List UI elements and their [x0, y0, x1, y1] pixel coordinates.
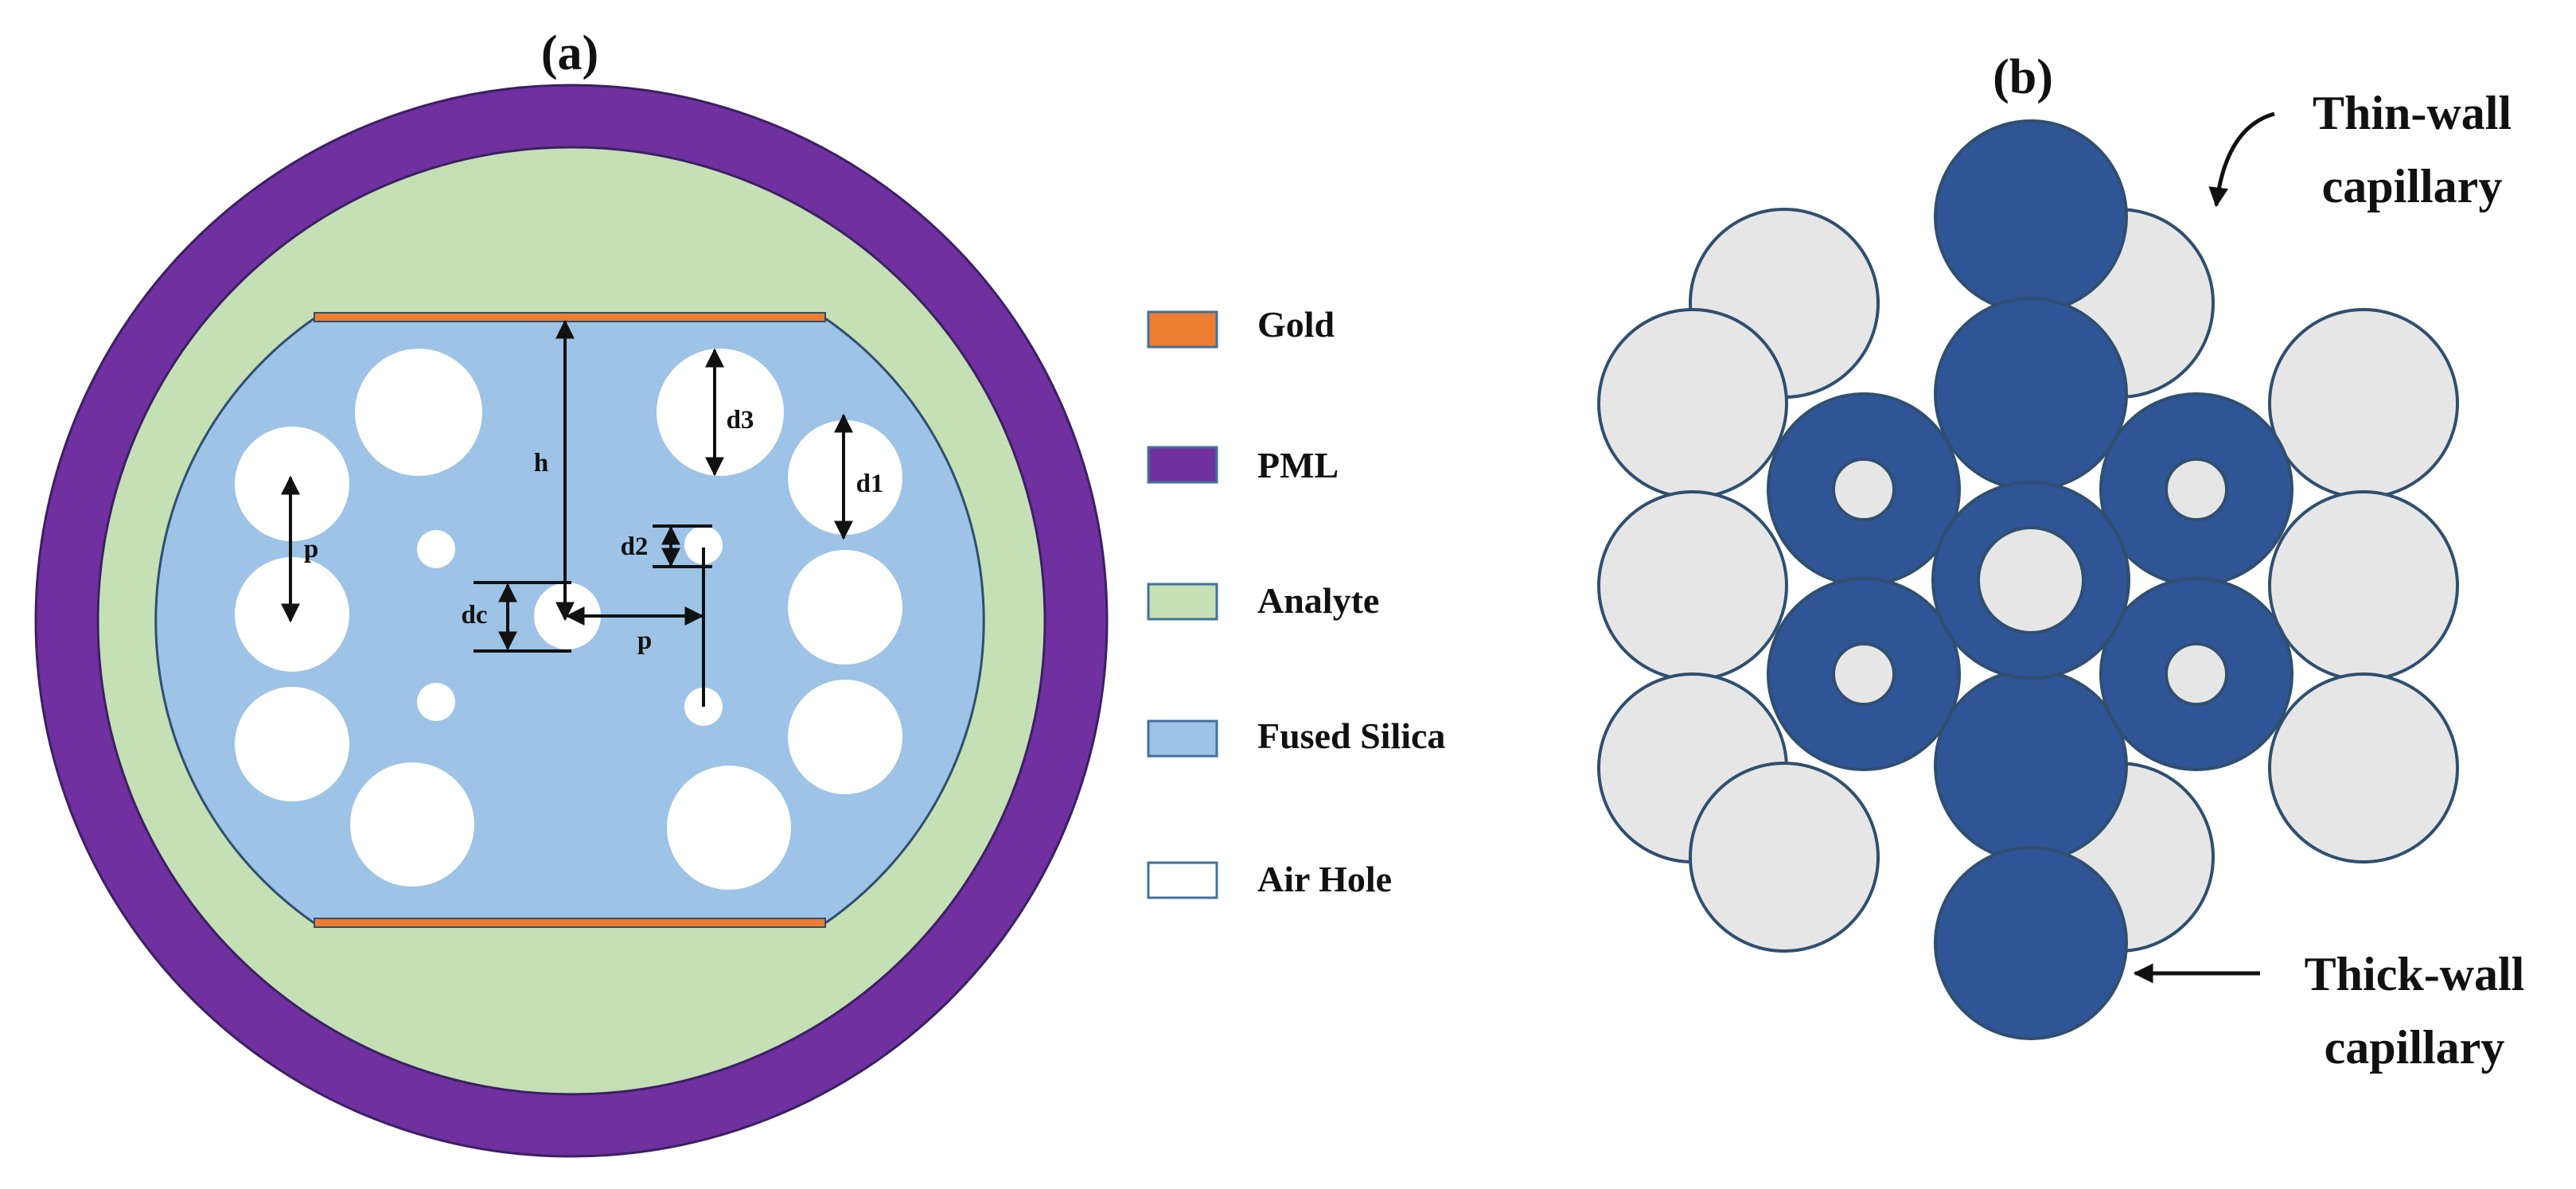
air-hole-small	[684, 526, 723, 564]
thin-wall-label-line2: capillary	[2322, 160, 2503, 212]
legend-label-fused-silica: Fused Silica	[1257, 715, 1445, 756]
legend-label-gold: Gold	[1257, 304, 1335, 345]
air-hole-small	[417, 530, 455, 568]
air-hole	[667, 766, 791, 890]
thick-wall-label-line1: Thick-wall	[2305, 948, 2525, 1000]
thin-wall-arrow	[2208, 111, 2275, 208]
air-hole	[788, 680, 902, 794]
dimension-lines	[281, 319, 853, 707]
capillary-bore	[1832, 458, 1896, 521]
air-hole	[355, 349, 482, 476]
capillary-bore	[2165, 642, 2228, 706]
thick-wall-capillary	[1934, 119, 2128, 314]
thick-wall-capillary	[1934, 846, 2128, 1040]
dc-label: dc	[462, 601, 488, 630]
thin-wall-capillary	[2268, 308, 2459, 499]
thin-wall-capillary	[2268, 490, 2459, 681]
legend-label-air-hole: Air Hole	[1257, 859, 1392, 899]
d2-label: d2	[621, 532, 649, 561]
legend-swatch-gold	[1147, 310, 1218, 349]
p-left-label: p	[304, 535, 318, 563]
gold-layer-bottom	[314, 918, 826, 928]
legend-label-pml: PML	[1257, 445, 1339, 485]
legend-swatch-fused-silica	[1147, 719, 1218, 758]
d1-label: d1	[856, 470, 884, 498]
thin-wall-label-line1: Thin-wall	[2313, 87, 2512, 139]
legend: Gold PML Analyte Fused Silica Air Hole	[1147, 304, 1445, 899]
legend-swatch-analyte	[1147, 583, 1218, 621]
panel-a: (a)	[34, 26, 1445, 1158]
panel-b: (b)	[1597, 50, 2525, 1074]
capillary-bore	[1832, 642, 1896, 706]
legend-label-analyte: Analyte	[1257, 580, 1379, 621]
air-hole	[788, 550, 902, 665]
thick-wall-capillary	[1934, 669, 2128, 863]
air-hole	[235, 687, 349, 801]
legend-swatch-pml	[1147, 446, 1218, 484]
central-capillary-bore	[1977, 526, 2085, 634]
thin-wall-capillary	[1597, 490, 1788, 681]
air-hole	[657, 349, 784, 476]
p-center-label: p	[637, 626, 652, 655]
thick-wall-label-line2: capillary	[2325, 1021, 2505, 1074]
capillary-bore	[2165, 458, 2228, 521]
air-hole	[350, 762, 474, 887]
d3-label: d3	[727, 406, 754, 435]
thick-wall-capillary	[1934, 297, 2128, 491]
air-holes	[235, 349, 902, 890]
h-label: h	[534, 449, 548, 478]
thin-wall-capillary	[1689, 762, 1880, 953]
legend-swatch-air-hole	[1147, 861, 1218, 899]
air-hole-small	[417, 683, 455, 721]
thin-wall-capillary	[2268, 672, 2459, 863]
dimension-labels: h p d3 d1 d2 dc p	[304, 406, 884, 655]
thin-wall-capillary	[1597, 308, 1788, 499]
capillary-stack	[1597, 119, 2459, 1040]
gold-layer-top	[314, 312, 826, 322]
panel-b-label: (b)	[1993, 50, 2053, 104]
panel-a-label: (a)	[541, 26, 598, 80]
